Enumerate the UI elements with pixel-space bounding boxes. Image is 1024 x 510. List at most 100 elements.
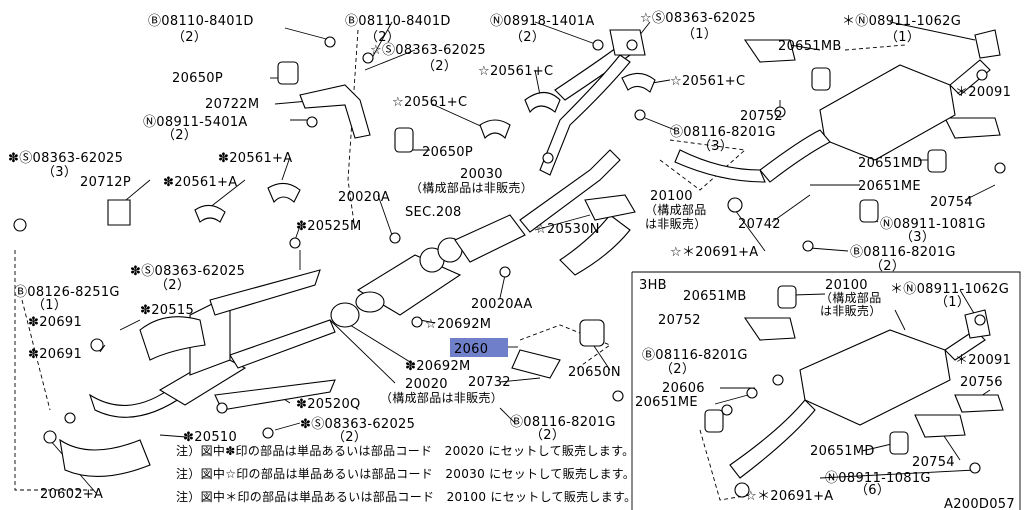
part-label: 20651MD (810, 444, 875, 459)
bolt-f (774, 106, 786, 118)
part-label: 20732 (468, 375, 511, 390)
hanger-20650N (579, 319, 605, 347)
bolt-h (289, 237, 301, 249)
part-label: 20650N (568, 365, 621, 380)
part-label: 20752 (658, 313, 701, 328)
part-labels: Ⓑ08110-8401D（2） Ⓑ08110-8401D（2） Ⓝ08918-1… (8, 11, 1011, 504)
nut-c (976, 69, 988, 81)
heat-shield-e (59, 438, 151, 477)
part-label: ☆20530N (535, 222, 600, 237)
part-label: 20020A (338, 190, 390, 205)
bolt-j (499, 266, 511, 278)
heat-shield-d (139, 316, 206, 361)
bolt-m (262, 427, 274, 439)
part-label: 20651ME (635, 395, 698, 410)
nut-h (969, 462, 981, 474)
washer-20691 (90, 338, 104, 352)
bolt-l (64, 412, 76, 424)
variant-3hb-frame (632, 271, 1021, 510)
part-label: ✽Ⓢ08363-62025（2） (130, 264, 245, 293)
part-label: ＊20091 (955, 85, 1011, 100)
washer-20742 (727, 197, 743, 213)
part-label: 20651MB (778, 39, 842, 54)
part-label: ＊20091 (955, 353, 1011, 368)
bracket-20722M (299, 84, 371, 139)
part-label: ✽20525M (296, 219, 362, 234)
part-label: 20742 (738, 217, 781, 232)
part-label: 20754 (912, 455, 955, 470)
bolt-i (389, 232, 401, 244)
bolt-b (362, 52, 374, 64)
part-label: 20020（構成部品は非販売） (380, 377, 503, 405)
nut-d (994, 162, 1006, 174)
hanger-20651MD-a (927, 149, 947, 173)
part-label: 20100（構成部品は非販売） (645, 189, 707, 231)
hanger-20651MB-b (777, 285, 797, 309)
part-label: 20752 (740, 109, 783, 124)
bolt-o (612, 390, 624, 402)
front-tube (229, 319, 336, 369)
tip-20091-a (974, 29, 1001, 59)
bolt-g (13, 218, 27, 232)
hanger-20651MB-a (811, 67, 831, 91)
part-label: ✽20561+A (163, 175, 237, 190)
part-label: 20020AA (471, 297, 533, 312)
footnote-line: 注）図中✽印の部品は単品あるいは部品コード 20020 にセットして販売します。 (176, 443, 635, 458)
bracket-20752-a (743, 39, 796, 63)
clamp-20561A-a (267, 182, 301, 204)
muffler-inlet-pipe (759, 129, 831, 183)
part-label: ✽20510 (183, 430, 237, 445)
hanger-20650P-b (394, 127, 414, 153)
part-label: ☆20561+C (392, 95, 467, 110)
part-label: SEC.208 (405, 205, 462, 220)
part-label: ☆＊20691+A (745, 489, 834, 504)
bolt-c (626, 39, 638, 51)
part-label: Ⓑ08116-8201G（2） (642, 348, 748, 377)
bracket-20756 (954, 394, 1004, 413)
resonator (454, 214, 526, 263)
nut-b (306, 116, 318, 128)
part-label: 20650P (422, 145, 473, 160)
bracket-20732 (511, 349, 561, 379)
center-pipe-curve (539, 54, 631, 176)
nut-g (974, 314, 986, 326)
clamp-20561A-b (194, 204, 226, 223)
part-label: ✽20692M (405, 359, 471, 374)
main-muffler-3hb (799, 329, 951, 426)
bracket-20752-b (743, 317, 796, 341)
highlighted-part-callout-box[interactable] (450, 338, 508, 357)
hanger-20651ME-b (704, 409, 724, 433)
bolt-a (324, 36, 336, 48)
part-label: Ⓝ08911-5401A（2） (143, 115, 248, 143)
part-label: 3HB (639, 278, 667, 293)
part-label: 20100（構成部品は非販売） (820, 278, 882, 318)
gasket-a (330, 302, 360, 328)
part-label: Ⓝ08911-1081G（3） (880, 217, 986, 245)
hanger-20651ME-a (859, 199, 879, 223)
part-label: Ⓑ08110-8401D（2） (345, 14, 451, 45)
part-label: ☆Ⓢ08363-62025（1） (640, 11, 756, 42)
part-label: 20606 (662, 381, 705, 396)
part-label: ✽20515 (140, 303, 194, 318)
highlighted-part-label[interactable]: 2060 (454, 342, 488, 357)
nut-a (592, 39, 604, 51)
muffler-tailpipe (949, 59, 991, 96)
tail-heat-shield (559, 214, 631, 276)
nut-f (43, 430, 57, 444)
part-label: Ⓑ08126-8251G（1） (14, 285, 120, 313)
part-label: ✽20561+A (218, 151, 292, 166)
part-label: 20722M (205, 97, 259, 112)
center-pipe (519, 149, 621, 233)
clamp-20561C-c (479, 119, 511, 139)
part-label: ☆＊20691+A (670, 245, 759, 260)
part-label: ✽Ⓢ08363-62025（3） (8, 151, 123, 180)
part-label: ☆20561+C (670, 74, 745, 89)
part-label: ＊Ⓝ08911-1062G（1） (890, 282, 1009, 310)
main-muffler (819, 64, 956, 161)
part-label: ✽20691 (28, 347, 82, 362)
part-shapes (13, 29, 1006, 498)
muffler-inlet-3hb (729, 399, 816, 479)
nut-e (411, 316, 423, 328)
part-label: Ⓑ08110-8401D（2） (148, 14, 254, 45)
